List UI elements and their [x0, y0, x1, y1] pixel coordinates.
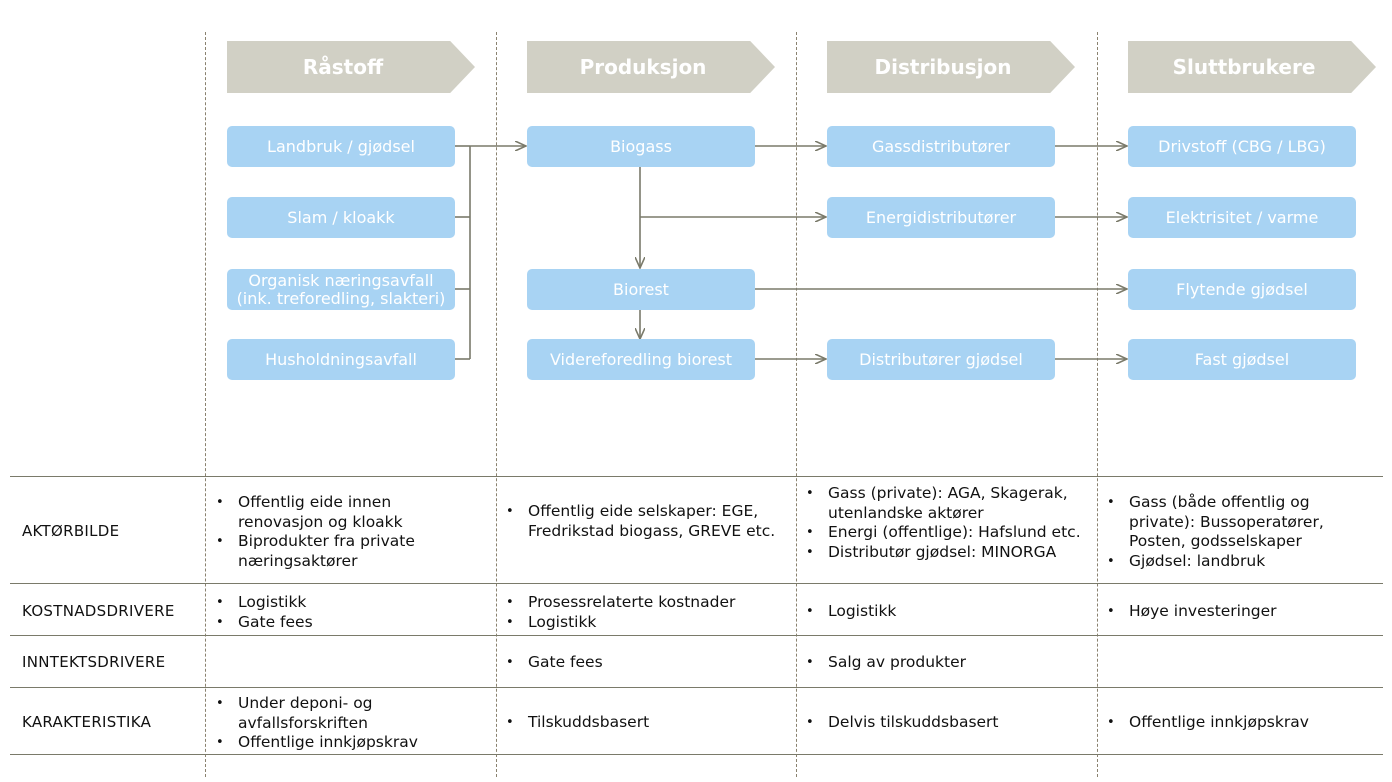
table-line-3 — [10, 687, 1383, 688]
table-line-bottom — [10, 754, 1383, 755]
list-item: Logistikk — [500, 613, 790, 633]
list-item: Høye investeringer — [1101, 602, 1351, 622]
cell-inntekt-distribusjon: Salg av produkter — [800, 653, 1090, 673]
list-item: Under deponi- og avfallsforskriften — [210, 694, 460, 733]
cell-kostnad-sluttbrukere: Høye investeringer — [1101, 602, 1351, 622]
cell-kostnad-produksjon: Prosessrelaterte kostnader Logistikk — [500, 593, 790, 632]
list-item: Biprodukter fra private næringsaktører — [210, 532, 460, 571]
column-divider-4 — [1097, 32, 1098, 777]
list-item: Gate fees — [210, 613, 460, 633]
box-drivstoff: Drivstoff (CBG / LBG) — [1128, 126, 1356, 167]
stage-distribusjon: Distribusjon — [827, 41, 1075, 93]
cell-aktorbilde-sluttbrukere: Gass (både offentlig og private): Bussop… — [1101, 493, 1351, 571]
list-item: Prosessrelaterte kostnader — [500, 593, 790, 613]
box-videreforedling: Videreforedling biorest — [527, 339, 755, 380]
box-elektrisitet: Elektrisitet / varme — [1128, 197, 1356, 238]
cell-kostnad-distribusjon: Logistikk — [800, 602, 1090, 622]
cell-aktorbilde-produksjon: Offentlig eide selskaper: EGE, Fredrikst… — [500, 502, 790, 541]
list-item: Offentlige innkjøpskrav — [210, 733, 460, 753]
box-flytende-gjodsel: Flytende gjødsel — [1128, 269, 1356, 310]
stage-produksjon: Produksjon — [527, 41, 775, 93]
box-landbruk: Landbruk / gjødsel — [227, 126, 455, 167]
list-item: Logistikk — [800, 602, 1090, 622]
box-organisk-line1: Organisk næringsavfall — [248, 270, 434, 290]
box-organisk-line2: (ink. treforedling, slakteri) — [236, 288, 446, 308]
box-gassdistributorer: Gassdistributører — [827, 126, 1055, 167]
box-biogass: Biogass — [527, 126, 755, 167]
cell-karakter-rastoff: Under deponi- og avfallsforskriften Offe… — [210, 694, 460, 753]
list-item: Logistikk — [210, 593, 460, 613]
list-item: Tilskuddsbasert — [500, 713, 790, 733]
table-line-2 — [10, 635, 1383, 636]
list-item: Offentlig eide innen renovasjon og kloak… — [210, 493, 460, 532]
row-label-aktorbilde: AKTØRBILDE — [22, 522, 120, 540]
row-label-kostnadsdrivere: KOSTNADSDRIVERE — [22, 602, 175, 620]
list-item: Gass (private): AGA, Skagerak, utenlands… — [800, 484, 1095, 523]
stage-sluttbrukere: Sluttbrukere — [1128, 41, 1376, 93]
box-fast-gjodsel: Fast gjødsel — [1128, 339, 1356, 380]
box-energidistributorer: Energidistributører — [827, 197, 1055, 238]
stage-rastoff: Råstoff — [227, 41, 475, 93]
table-line-top — [10, 476, 1383, 477]
cell-aktorbilde-distribusjon: Gass (private): AGA, Skagerak, utenlands… — [800, 484, 1095, 562]
table-line-1 — [10, 583, 1383, 584]
column-divider-2 — [496, 32, 497, 777]
row-label-karakteristika: KARAKTERISTIKA — [22, 713, 152, 731]
list-item: Energi (offentlige): Hafslund etc. — [800, 523, 1095, 543]
column-divider-1 — [205, 32, 206, 777]
list-item: Gass (både offentlig og private): Bussop… — [1101, 493, 1351, 552]
box-hushold: Husholdningsavfall — [227, 339, 455, 380]
box-distributorer-gjodsel: Distributører gjødsel — [827, 339, 1055, 380]
box-slam: Slam / kloakk — [227, 197, 455, 238]
box-biorest: Biorest — [527, 269, 755, 310]
list-item: Offentlig eide selskaper: EGE, Fredrikst… — [500, 502, 790, 541]
cell-inntekt-produksjon: Gate fees — [500, 653, 790, 673]
list-item: Delvis tilskuddsbasert — [800, 713, 1090, 733]
cell-karakter-produksjon: Tilskuddsbasert — [500, 713, 790, 733]
cell-kostnad-rastoff: Logistikk Gate fees — [210, 593, 460, 632]
list-item: Salg av produkter — [800, 653, 1090, 673]
column-divider-3 — [796, 32, 797, 777]
cell-aktorbilde-rastoff: Offentlig eide innen renovasjon og kloak… — [210, 493, 460, 571]
list-item: Offentlige innkjøpskrav — [1101, 713, 1351, 733]
cell-karakter-distribusjon: Delvis tilskuddsbasert — [800, 713, 1090, 733]
row-label-inntektsdrivere: INNTEKTSDRIVERE — [22, 653, 166, 671]
list-item: Gate fees — [500, 653, 790, 673]
cell-karakter-sluttbrukere: Offentlige innkjøpskrav — [1101, 713, 1351, 733]
list-item: Gjødsel: landbruk — [1101, 552, 1351, 572]
box-organisk: Organisk næringsavfall (ink. treforedlin… — [227, 269, 455, 310]
list-item: Distributør gjødsel: MINORGA — [800, 543, 1095, 563]
